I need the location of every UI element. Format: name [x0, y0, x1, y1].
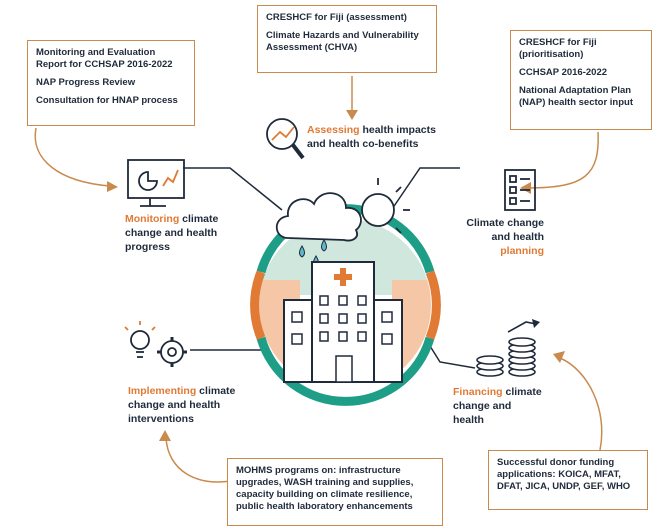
planning-source-2: CCHSAP 2016-2022 — [519, 66, 608, 78]
financing-arrowhead — [553, 351, 565, 363]
monitoring-arrowhead — [107, 181, 118, 192]
magnifier-chart-icon — [266, 118, 305, 160]
implementing-arrow — [165, 437, 237, 483]
teal-arc-bottom — [256, 336, 435, 406]
orange-arc-left — [250, 270, 266, 340]
planning-source-3: National Adaptation Plan (NAP) health se… — [519, 84, 634, 108]
monitoring-arrow — [34, 127, 111, 187]
financing-stage-label: Financing climate change and health — [453, 385, 545, 428]
monitoring-sources-box: Monitoring and Evaluation Report for CCH… — [27, 40, 195, 126]
assessing-source-2: Climate Hazards and Vulnerability Assess… — [266, 29, 419, 53]
coins-growth-icon — [476, 319, 540, 377]
lightbulb-gear-icon — [124, 321, 187, 367]
implementing-arrowhead — [159, 430, 171, 441]
assessing-stage-label: Assessing health impacts and health co-b… — [307, 123, 457, 151]
assessing-source-1: CRESHCF for Fiji (assessment) — [266, 12, 407, 23]
monitor-chart-icon — [127, 159, 185, 207]
source-arrows — [34, 76, 603, 483]
monitoring-source-2: NAP Progress Review — [36, 76, 136, 88]
monitoring-rest: climate change and health progress — [125, 213, 219, 254]
planning-sources-box: CRESHCF for Fiji (prioritisation) CCHSAP… — [510, 30, 652, 130]
planning-stage-label: Climate change and health planning — [448, 216, 544, 259]
financing-sources-box: Successful donor funding applications: K… — [488, 450, 648, 510]
arrow-heads — [107, 110, 565, 441]
financing-rest: climate change and health — [453, 386, 542, 427]
implementing-accent: Implementing — [128, 385, 197, 397]
monitoring-source-3: Consultation for HNAP process — [36, 94, 178, 106]
assessing-rest: health impacts and health co-benefits — [307, 124, 436, 151]
financing-arrow — [559, 357, 603, 451]
hospital-icon — [283, 261, 403, 383]
monitoring-connector — [183, 167, 283, 211]
monitoring-accent: Monitoring — [125, 213, 180, 225]
planning-accent: planning — [500, 245, 544, 258]
planning-arrowhead — [520, 182, 531, 194]
cloud-sun-icon — [275, 178, 410, 268]
financing-accent: Financing — [453, 386, 503, 398]
assessing-accent: Assessing — [307, 124, 360, 136]
planning-arrow — [527, 131, 599, 189]
assessing-sources-box: CRESHCF for Fiji (assessment) Climate Ha… — [257, 5, 437, 73]
assessing-arrowhead — [346, 110, 358, 120]
implementing-source-1: MOHMS programs on: infrastructure upgrad… — [236, 465, 414, 512]
implementing-sources-box: MOHMS programs on: infrastructure upgrad… — [227, 458, 443, 526]
orange-arc-right — [425, 270, 441, 340]
cross-vertical — [340, 268, 346, 286]
implementing-rest: climate change and health interventions — [128, 385, 236, 426]
monitoring-stage-label: Monitoring climate change and health pro… — [125, 212, 230, 255]
planning-rest: Climate change and health — [466, 217, 544, 244]
planning-connector — [387, 167, 460, 216]
implementing-stage-label: Implementing climate change and health i… — [128, 384, 238, 427]
checklist-icon — [504, 169, 536, 211]
planning-source-1: CRESHCF for Fiji (prioritisation) — [519, 37, 597, 60]
monitoring-source-1: Monitoring and Evaluation Report for CCH… — [36, 47, 173, 70]
financing-source-1: Successful donor funding applications: K… — [497, 457, 631, 492]
